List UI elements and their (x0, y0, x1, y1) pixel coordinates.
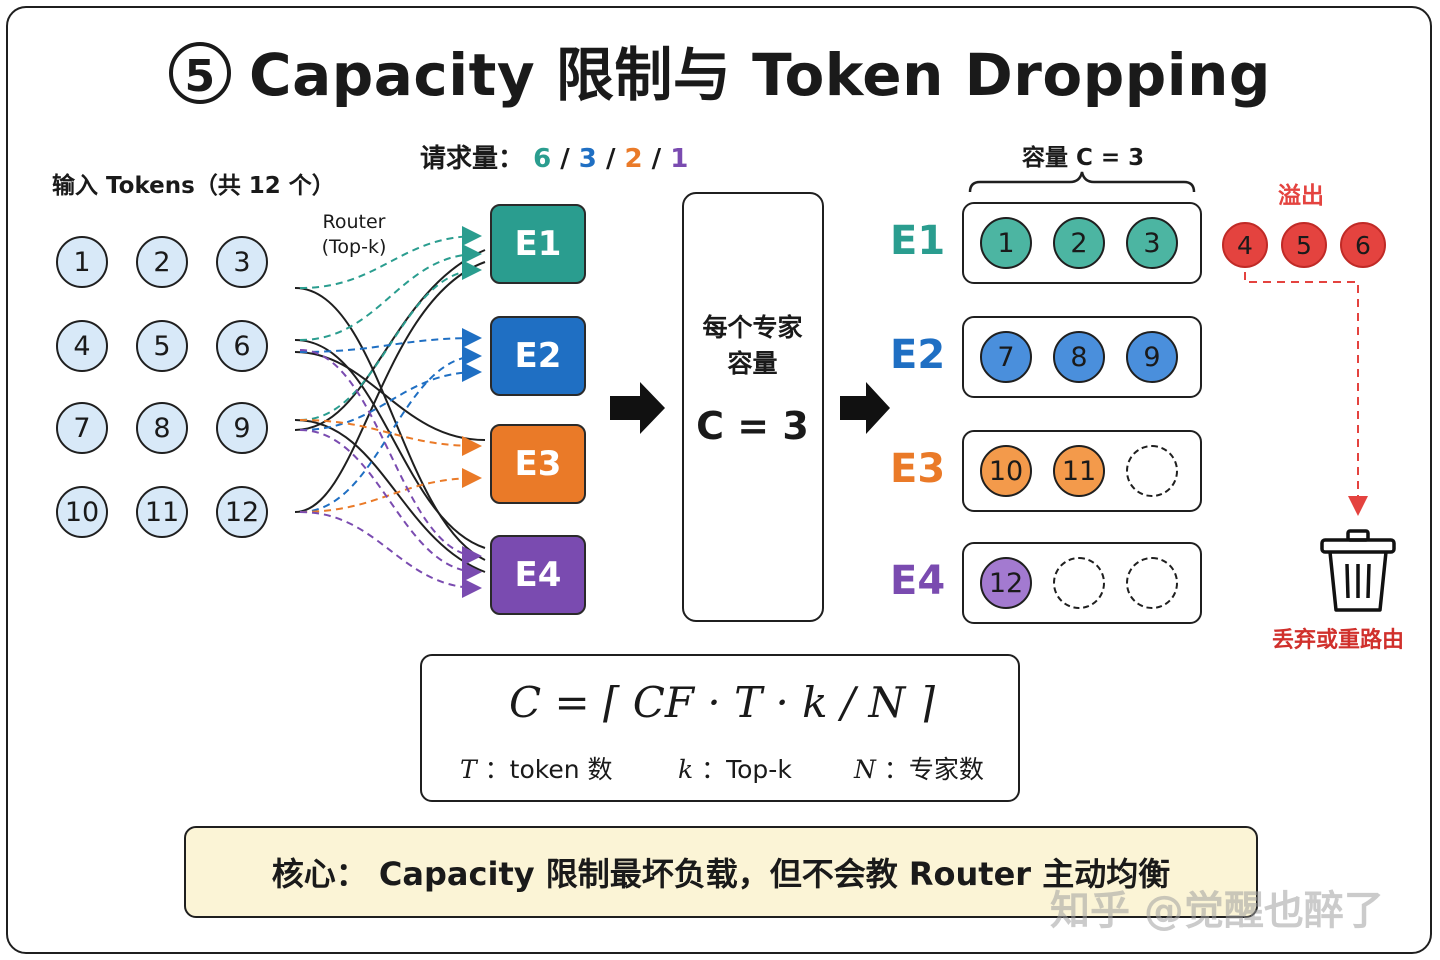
routes-to-e1 (299, 226, 482, 421)
request-counts-label: 请求量： (420, 144, 525, 174)
expert-box-e2: E2 (490, 316, 586, 396)
assigned-token: 2 (1053, 217, 1105, 269)
request-sep: / (560, 144, 570, 174)
input-token: 8 (136, 402, 188, 454)
slot-row-e1 (962, 202, 1202, 284)
input-token: 6 (216, 320, 268, 372)
expert-label-e4: E4 (890, 558, 946, 604)
formula-note-text: ：Top-k (701, 755, 792, 784)
routes-to-e3 (299, 419, 482, 513)
router-label: Router (Top-k) (312, 210, 396, 260)
formula-note-symbol: k (678, 755, 694, 784)
expert-label-e2: E2 (890, 332, 946, 378)
drop-or-reroute-label: 丢弃或重路由 (1272, 628, 1405, 653)
capacity-label: 容量 C = 3 (1022, 145, 1145, 171)
title-text: Capacity 限制与 Token Dropping (249, 41, 1271, 109)
assigned-token: 12 (980, 557, 1032, 609)
capacity-box-line2: 容量 (727, 349, 778, 378)
input-token: 7 (56, 402, 108, 454)
slot-row-e3 (962, 430, 1202, 512)
input-token: 11 (136, 486, 188, 538)
assigned-token: 11 (1053, 445, 1105, 497)
page-title: 5 Capacity 限制与 Token Dropping (0, 28, 1440, 112)
right-arrow-icon (840, 382, 890, 434)
request-count-e1: 6 (533, 144, 552, 174)
request-sep: / (605, 144, 616, 174)
diagram-frame (6, 6, 1432, 954)
capacity-formula: C = ⌈ CF · T · k / N ⌉ (509, 678, 935, 727)
overflow-token: 6 (1340, 222, 1386, 268)
input-tokens-label: 输入 Tokens（共 12 个） (52, 173, 335, 199)
slot-row-e2 (962, 316, 1202, 398)
assigned-token: 3 (1126, 217, 1178, 269)
overflow-token: 4 (1222, 222, 1268, 268)
formula-note-symbol: N (854, 755, 876, 784)
expert-label-e1: E1 (890, 218, 946, 264)
request-count-e3: 2 (624, 144, 643, 174)
formula-note-text: ：token 数 (484, 755, 613, 784)
assigned-token: 1 (980, 217, 1032, 269)
formula-note-k: k ：Top-k (678, 750, 792, 786)
formula-note-text: ：专家数 (883, 755, 984, 784)
input-token: 5 (136, 320, 188, 372)
input-token: 3 (216, 236, 268, 288)
watermark: 知乎 @觉醒也醉了 (1050, 888, 1384, 934)
trash-can-icon (1320, 529, 1396, 612)
input-token: 1 (56, 236, 108, 288)
formula-box: C = ⌈ CF · T · k / N ⌉ T ：token 数 k ：Top… (420, 654, 1020, 802)
assigned-token: 8 (1053, 331, 1105, 383)
expert-box-e4: E4 (490, 535, 586, 615)
router-solid-curves (294, 249, 486, 573)
request-count-e4: 1 (670, 144, 689, 174)
capacity-brace (968, 171, 1196, 193)
request-count-e2: 3 (578, 144, 597, 174)
input-token: 12 (216, 486, 268, 538)
overflow-token: 5 (1281, 222, 1327, 268)
assigned-token: 9 (1126, 331, 1178, 383)
input-token: 10 (56, 486, 108, 538)
input-token: 9 (216, 402, 268, 454)
title-number-badge: 5 (169, 42, 232, 104)
expert-label-e3: E3 (890, 446, 946, 492)
formula-note-n: N ：专家数 (854, 750, 984, 786)
router-label-line1: Router (322, 211, 386, 233)
overflow-label: 溢出 (1278, 183, 1324, 209)
input-token: 2 (136, 236, 188, 288)
capacity-box-line1: 每个专家 (702, 313, 803, 342)
routes-to-e2 (299, 328, 482, 513)
right-arrow-icon (610, 382, 665, 434)
request-sep: / (651, 144, 662, 174)
capacity-box-value: C = 3 (696, 404, 809, 448)
slot-row-e4 (962, 542, 1202, 624)
request-counts: 请求量： 6 / 3 / 2 / 1 (420, 138, 688, 175)
core-takeaway: 核心： Capacity 限制最坏负载，但不会教 Router 主动均衡 (184, 826, 1258, 918)
overflow-drop-path (1244, 272, 1368, 516)
assigned-token: 7 (980, 331, 1032, 383)
capacity-box: 每个专家 容量 C = 3 (682, 192, 824, 622)
formula-note-symbol: T (460, 755, 477, 784)
routes-to-e4 (299, 349, 482, 598)
input-token: 4 (56, 320, 108, 372)
formula-note-t: T ：token 数 (460, 750, 613, 786)
expert-box-e3: E3 (490, 424, 586, 504)
expert-box-e1: E1 (490, 204, 586, 284)
empty-slot (1053, 557, 1105, 609)
assigned-token: 10 (980, 445, 1032, 497)
router-label-line2: (Top-k) (321, 236, 387, 258)
empty-slot (1126, 445, 1178, 497)
empty-slot (1126, 557, 1178, 609)
